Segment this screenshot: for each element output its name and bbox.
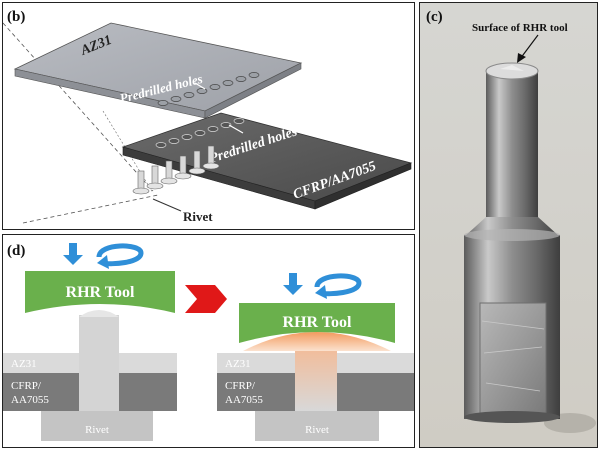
surface-annotation: Surface of RHR tool <box>472 22 568 34</box>
panel-b: AZ31 Predrilled holes Predrilled holes C… <box>2 2 415 230</box>
down-arrow-icon <box>63 243 83 265</box>
scratch <box>485 382 541 392</box>
rhr-tool-label: RHR Tool <box>66 284 135 301</box>
rivet-head <box>41 411 153 441</box>
pointer-line <box>194 82 206 90</box>
rivet-label: Rivet <box>183 209 213 224</box>
panel-b-label: (b) <box>7 9 25 25</box>
milled-flat <box>479 302 547 414</box>
rivet-label: Rivet <box>305 424 329 436</box>
rivet-tip <box>79 310 119 317</box>
scratch <box>481 320 545 330</box>
rivet-label: Rivet <box>85 424 109 436</box>
exploded-assembly-diagram: AZ31 Predrilled holes Predrilled holes C… <box>3 9 413 224</box>
guide-line <box>3 22 154 192</box>
panel-d-label: (d) <box>7 243 25 259</box>
tool-tip-surface <box>485 62 539 80</box>
riveting-process-diagram: (d) RHR Tool AZ31 CFRP/ <box>3 243 414 441</box>
cfrp-label-line2: AA7055 <box>225 394 263 406</box>
guide-line <box>22 194 159 224</box>
stage-after: RHR Tool AZ31 CFRP/ AA7055 Rivet <box>217 273 414 441</box>
panel-d: (d) RHR Tool AZ31 CFRP/ <box>2 234 415 448</box>
rhr-tool-label: RHR Tool <box>283 314 352 331</box>
rhr-tool <box>25 271 175 313</box>
next-step-arrow-icon <box>185 285 227 313</box>
rotation-arrow-icon <box>314 273 362 299</box>
rivet-group <box>132 145 220 195</box>
panel-c-label: (c) <box>426 9 443 25</box>
pointer-line <box>152 198 182 212</box>
annotation-arrowhead-icon <box>517 53 526 63</box>
az31-label: AZ31 <box>225 358 251 370</box>
rivet-head <box>255 411 379 441</box>
formed-rivet-head <box>243 332 391 351</box>
scratch <box>483 346 543 354</box>
rivet-shank <box>79 315 119 411</box>
stage-before: RHR Tool AZ31 CFRP/ AA7055 Rivet <box>3 243 177 441</box>
panel-c: Surface of RHR tool (c) <box>419 2 598 448</box>
pointer-line <box>228 124 244 134</box>
rotation-arrow-icon <box>96 243 144 269</box>
cfrp-label-line2: AA7055 <box>11 394 49 406</box>
cfrp-label-line1: CFRP/ <box>11 380 42 392</box>
tip-highlight <box>500 65 524 71</box>
az31-label: AZ31 <box>11 358 37 370</box>
tool-base <box>464 411 560 423</box>
tool-shaft <box>486 69 538 219</box>
shoulder-ring <box>464 229 560 241</box>
az31-plate <box>13 22 303 119</box>
annotation-arrow <box>519 34 539 60</box>
cfrp-label-line1: CFRP/ <box>225 380 256 392</box>
rhr-tool <box>239 303 395 343</box>
rhr-tool-photo: Surface of RHR tool (c) <box>420 3 597 447</box>
down-arrow-icon <box>283 273 303 295</box>
